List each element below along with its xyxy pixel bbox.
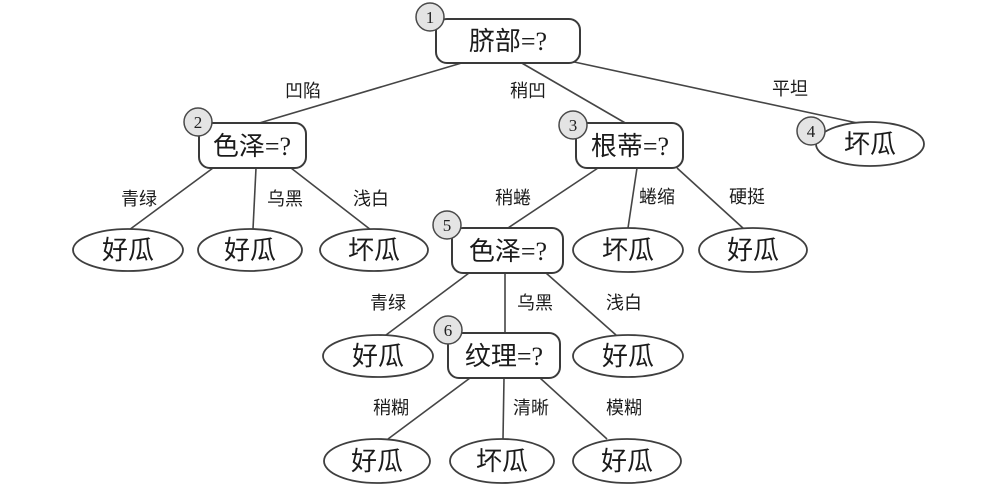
- edge-label-qianbai-1: 浅白: [353, 189, 389, 209]
- edge-label-qinglv-1: 青绿: [121, 189, 157, 209]
- edge-line-node3-to-node5: [507, 167, 599, 229]
- leaf-node-label-good4: 好瓜: [352, 342, 404, 371]
- edge-label-wuhei-2: 乌黑: [517, 293, 553, 313]
- edge-label-quansuo: 蜷缩: [639, 187, 675, 207]
- edge-labels: 凹陷 稍凹 平坦 青绿 乌黑 浅白 稍蜷 蜷缩 硬挺 青绿 乌黑 浅白 稍糊 清…: [121, 79, 808, 418]
- leaf-node-label-good6: 好瓜: [351, 447, 403, 476]
- leaf-node-label-good5: 好瓜: [602, 342, 654, 371]
- edge-label-yingting: 硬挺: [729, 187, 765, 207]
- edge-line-node2-to-leaf-good2: [252, 167, 257, 230]
- decision-node-box-6: [447, 332, 561, 379]
- leaf-node-label-4: 坏瓜: [844, 130, 896, 159]
- decision-node-label-2: 色泽=?: [213, 132, 291, 161]
- leaf-node-ellipse-good3: [698, 227, 808, 273]
- edge-line-root-to-node4: [564, 59, 863, 125]
- edge-line-node5-to-leaf-good5: [545, 272, 617, 336]
- edge-label-shaoao: 稍凹: [510, 81, 546, 101]
- edge-line-root-to-node2: [255, 61, 466, 125]
- node-badge-number-1: 1: [426, 8, 435, 27]
- node-badge-circle-1: [415, 2, 445, 32]
- leaf-node-label-bad2: 坏瓜: [602, 236, 654, 265]
- leaf-node-ellipse-good7: [572, 438, 682, 484]
- node-badge-circle-2: [183, 107, 213, 137]
- edge-line-node5-to-leaf-good4: [385, 272, 470, 336]
- edge-label-pingtan: 平坦: [772, 79, 808, 99]
- leaf-node-label-bad1: 坏瓜: [348, 236, 400, 265]
- decision-node-box-2: [198, 122, 307, 169]
- node-badge-circle-6: [433, 315, 463, 345]
- edge-lines: [128, 59, 863, 440]
- edge-label-qinglv-2: 青绿: [370, 293, 406, 313]
- edge-line-node3-to-leaf-good3: [676, 167, 745, 230]
- leaf-node-label-bad3: 坏瓜: [476, 447, 528, 476]
- edge-label-shaohu: 稍糊: [373, 398, 409, 418]
- edge-label-qianbai-2: 浅白: [606, 293, 642, 313]
- edge-line-node6-to-leaf-bad3: [502, 377, 505, 440]
- edge-label-shaoquan: 稍蜷: [495, 188, 531, 208]
- decision-node-label-6: 纹理=?: [465, 342, 543, 371]
- decision-nodes: 脐部=? 1 色泽=? 2 根蒂=? 3 色泽=? 5 纹理=? 6: [183, 2, 684, 379]
- leaf-node-label-good3: 好瓜: [727, 236, 779, 265]
- edge-label-mohu: 模糊: [606, 398, 642, 418]
- edge-label-qingxi: 清晰: [513, 398, 549, 418]
- edge-label-aoxian: 凹陷: [285, 81, 321, 101]
- leaf-node-ellipse-good6: [323, 438, 431, 484]
- leaf-node-ellipse-good2: [197, 228, 303, 272]
- edge-line-node2-to-leaf-good1: [128, 167, 214, 231]
- node-badge-number-6: 6: [444, 321, 453, 340]
- leaf-node-label-good7: 好瓜: [601, 447, 653, 476]
- edge-line-node3-to-leaf-bad2: [627, 167, 638, 229]
- edge-line-node6-to-leaf-good6: [387, 377, 471, 440]
- node-badge-circle-4: [796, 116, 826, 146]
- edge-label-wuhei-1: 乌黑: [267, 189, 303, 209]
- leaf-node-ellipse-bad1: [319, 228, 429, 272]
- edge-line-root-to-node3: [519, 61, 628, 125]
- node-badge-number-3: 3: [569, 116, 578, 135]
- node-badge-number-4: 4: [807, 122, 816, 141]
- decision-node-label-5: 色泽=?: [469, 237, 547, 266]
- edge-line-node6-to-leaf-good7: [539, 377, 608, 440]
- leaf-nodes: 坏瓜 4 好瓜 好瓜 坏瓜 坏瓜 好瓜 好瓜 好瓜 好瓜 坏瓜: [72, 116, 925, 484]
- edge-line-node2-to-leaf-bad1: [290, 167, 372, 231]
- node-badge-number-5: 5: [443, 216, 452, 235]
- leaf-node-ellipse-good4: [322, 334, 434, 378]
- leaf-node-label-good2: 好瓜: [224, 236, 276, 265]
- leaf-node-ellipse-bad3: [449, 438, 555, 484]
- node-badge-circle-5: [432, 210, 462, 240]
- leaf-node-ellipse-good5: [572, 334, 684, 378]
- decision-node-label-1: 脐部=?: [469, 27, 547, 56]
- node-badge-number-2: 2: [194, 113, 203, 132]
- decision-node-box-1: [435, 18, 581, 64]
- decision-node-box-5: [451, 227, 564, 274]
- node-badge-circle-3: [558, 110, 588, 140]
- decision-node-box-3: [575, 122, 684, 169]
- decision-node-label-3: 根蒂=?: [591, 132, 669, 161]
- leaf-node-ellipse-bad2: [572, 227, 684, 273]
- leaf-node-ellipse-good1: [72, 228, 184, 272]
- leaf-node-label-good1: 好瓜: [102, 236, 154, 265]
